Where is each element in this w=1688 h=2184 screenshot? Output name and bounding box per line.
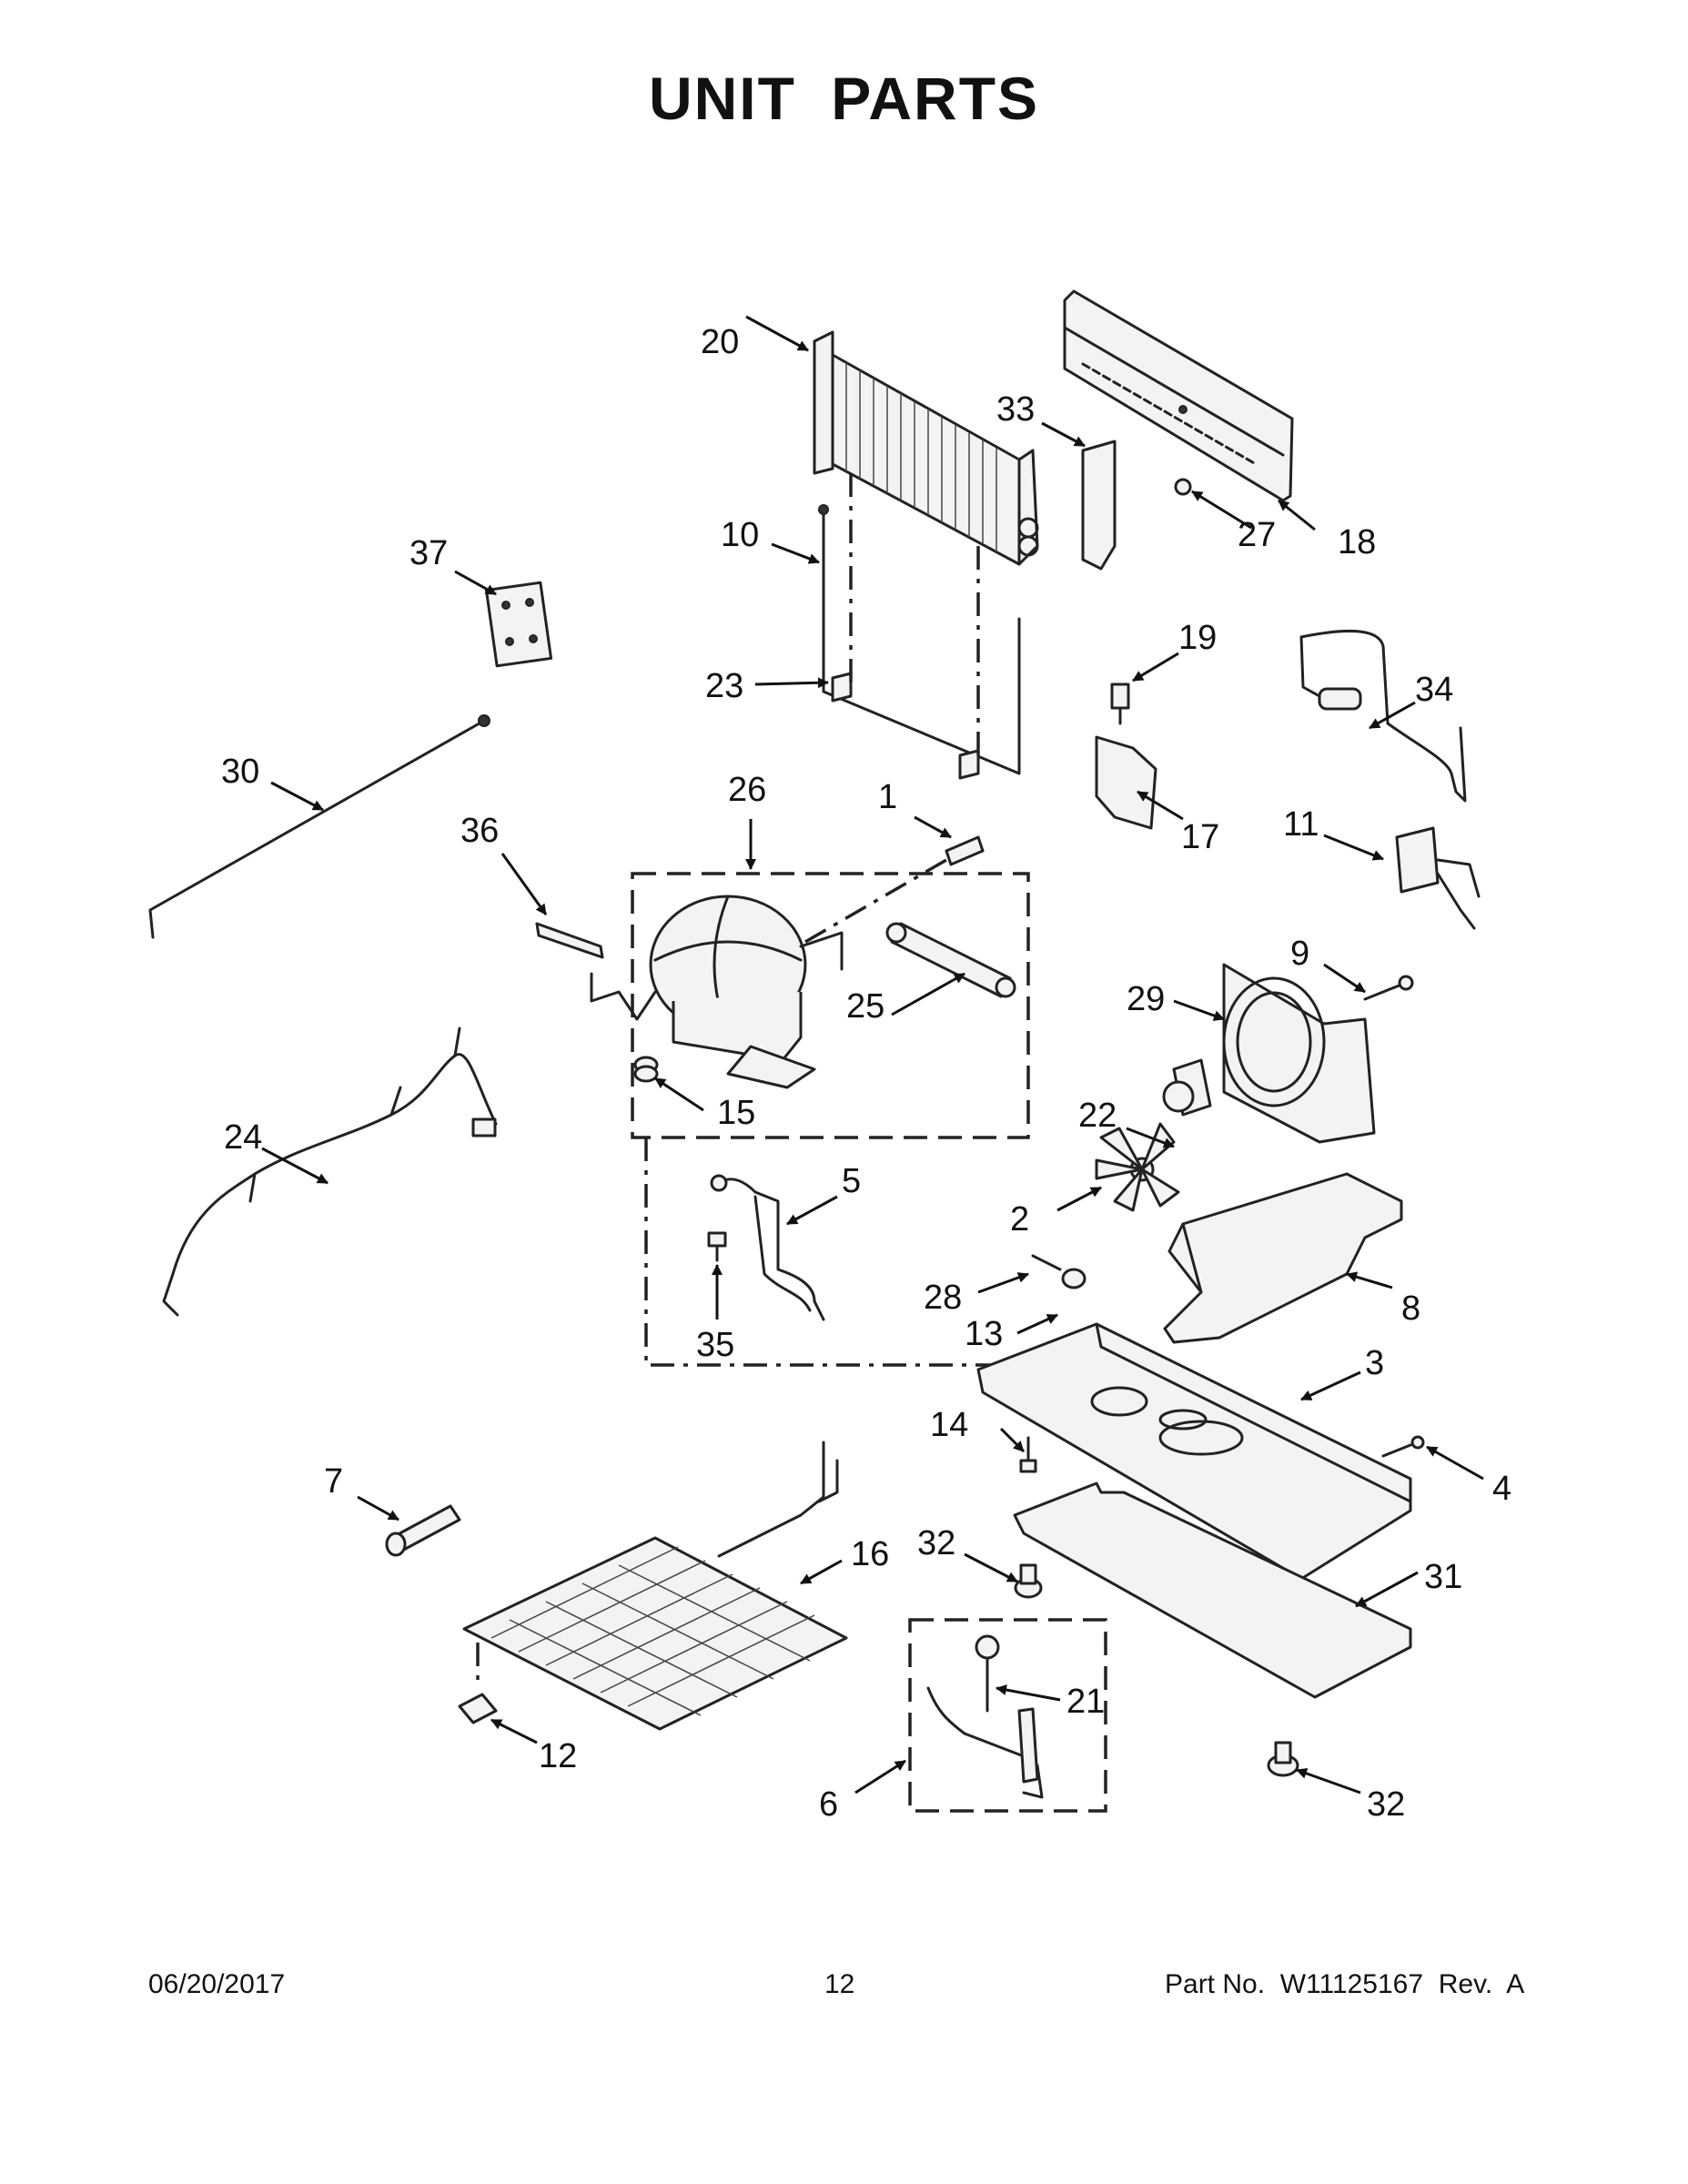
heater-group-box: [908, 1618, 1107, 1813]
callout-36: 36: [460, 812, 499, 850]
callout-1: 1: [878, 778, 897, 816]
part-6-assembly: [926, 1686, 1044, 1799]
part-11-component: [1395, 826, 1481, 930]
part-14-screw: [1019, 1436, 1037, 1473]
callout-25: 25: [846, 987, 884, 1026]
callout-12: 12: [539, 1737, 577, 1775]
callout-35: 35: [696, 1326, 734, 1364]
callout-16: 16: [851, 1535, 889, 1573]
callout-37: 37: [409, 534, 448, 572]
callout-8: 8: [1401, 1289, 1420, 1328]
callout-11: 11: [1283, 805, 1319, 844]
part-9-screw: [1363, 975, 1414, 1001]
part-5-fitting: [710, 1174, 825, 1321]
part-32-foot: [1014, 1563, 1043, 1599]
part-8-drain-pan: [1163, 1172, 1403, 1344]
part-34-tubing: [1299, 630, 1467, 803]
callout-21: 21: [1066, 1683, 1105, 1721]
part-23-bracket: [831, 672, 980, 780]
callout-20: 20: [701, 323, 739, 361]
part-19-screw: [1110, 682, 1130, 725]
callout-28: 28: [924, 1279, 962, 1317]
part-24-harness: [162, 1026, 498, 1317]
callout-26: 26: [728, 771, 766, 809]
part-36-strap: [535, 922, 604, 959]
part-37-plate: [484, 581, 553, 668]
part-26-compressor: [590, 895, 844, 1089]
part-16-evaporator: [462, 1441, 848, 1731]
part-27-screw: [1174, 478, 1192, 496]
part-1-pin: [945, 835, 985, 866]
callout-29: 29: [1127, 980, 1165, 1018]
callout-17: 17: [1181, 818, 1219, 856]
part-4-screw: [1381, 1435, 1425, 1458]
compressor-group-box: [631, 872, 1030, 1139]
callout-22: 22: [1078, 1097, 1117, 1135]
callout-32-top: 32: [917, 1524, 955, 1562]
callout-9: 9: [1290, 935, 1309, 973]
callout-19: 19: [1178, 619, 1217, 657]
callout-10: 10: [721, 516, 759, 554]
callout-33: 33: [996, 390, 1035, 429]
part-35-screw: [707, 1231, 727, 1262]
part-2-fan-blade: [1095, 1122, 1180, 1212]
callout-6: 6: [819, 1785, 838, 1824]
callout-24: 24: [224, 1118, 262, 1157]
part-31-plate: [1013, 1481, 1412, 1699]
callout-34: 34: [1415, 671, 1453, 709]
callout-7: 7: [324, 1462, 343, 1501]
callout-14: 14: [930, 1406, 968, 1444]
page-title: UNIT PARTS: [648, 65, 1040, 132]
footer-page-number: 12: [824, 1969, 855, 1999]
part-21-heater: [975, 1634, 1000, 1713]
alignment-line: [804, 858, 947, 944]
footer-date: 06/20/2017: [148, 1969, 286, 1999]
part-22-fan-motor: [1162, 1058, 1212, 1117]
part-30-wire: [148, 714, 490, 939]
callout-5: 5: [842, 1162, 861, 1200]
part-3-base-plate: [976, 1322, 1412, 1581]
part-29-shroud: [1222, 963, 1376, 1144]
part-17-bracket: [1095, 735, 1157, 830]
part-18-bracket: [1063, 289, 1294, 502]
part-7-cylinder: [385, 1504, 461, 1557]
part-32-foot: [1267, 1741, 1299, 1777]
part-12-bracket: [458, 1643, 498, 1724]
callout-arrows: [261, 315, 1484, 1795]
part-20-condenser: [813, 330, 1039, 566]
part-10-tube: [818, 504, 1021, 775]
part-25-drier: [885, 922, 1016, 998]
callout-31: 31: [1424, 1558, 1462, 1596]
part-33-strip: [1081, 440, 1117, 571]
part-15-grommet: [633, 1056, 659, 1083]
footer-part-number: Part No. W11125167 Rev. A: [1165, 1969, 1525, 1999]
callout-23: 23: [705, 667, 743, 705]
callout-32-bottom: 32: [1367, 1785, 1405, 1824]
part-13-grommet: [1061, 1268, 1087, 1289]
callout-labels: 20 33 27 18 10 37 23 19 34 17 11 30 36 2…: [221, 323, 1511, 1824]
callout-27: 27: [1238, 516, 1276, 554]
callout-3: 3: [1365, 1344, 1384, 1382]
callout-15: 15: [717, 1094, 755, 1132]
callout-18: 18: [1338, 523, 1376, 561]
callout-4: 4: [1492, 1470, 1511, 1508]
callout-13: 13: [965, 1315, 1003, 1353]
callout-30: 30: [221, 753, 259, 791]
part-28-pin: [1031, 1254, 1062, 1271]
callout-2: 2: [1010, 1200, 1029, 1239]
